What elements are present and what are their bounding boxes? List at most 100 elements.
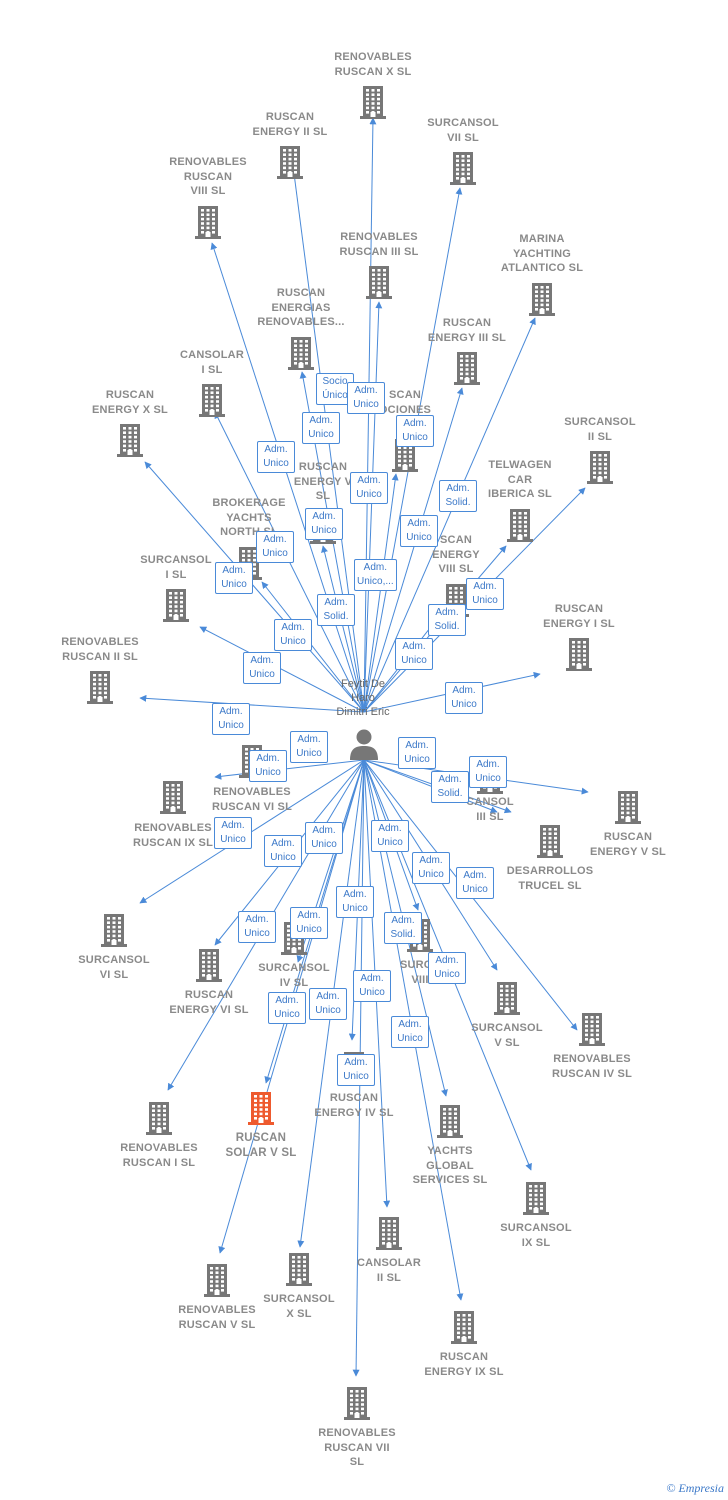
relation-label[interactable]: Adm.Unico — [238, 911, 276, 943]
company-icon-wrapper[interactable] — [277, 145, 303, 184]
relation-label[interactable]: Adm.Unico — [347, 382, 385, 414]
relation-label[interactable]: Adm.Unico — [257, 441, 295, 473]
company-icon-wrapper[interactable] — [523, 1181, 549, 1220]
relation-label[interactable]: Adm.Unico — [243, 652, 281, 684]
relation-label[interactable]: Adm.Unico — [466, 578, 504, 610]
relation-label[interactable]: Adm.Unico — [302, 412, 340, 444]
relation-label[interactable]: Adm.Solid. — [384, 912, 422, 944]
relation-label[interactable]: Adm.Solid. — [428, 604, 466, 636]
relation-label[interactable]: Adm.Unico — [274, 619, 312, 651]
relation-label[interactable]: Adm.Unico — [214, 817, 252, 849]
relation-label[interactable]: Adm.Unico,... — [354, 559, 397, 591]
company-icon-wrapper[interactable] — [344, 1386, 370, 1425]
company-icon-wrapper[interactable] — [160, 780, 186, 819]
relation-label[interactable]: Adm.Unico — [456, 867, 494, 899]
relation-label[interactable]: Adm.Unico — [256, 531, 294, 563]
relation-label[interactable]: Adm.Solid. — [439, 480, 477, 512]
company-icon-wrapper[interactable] — [286, 1252, 312, 1291]
company-icon-wrapper[interactable] — [360, 85, 386, 124]
relation-label[interactable]: Adm.Unico — [371, 820, 409, 852]
company-icon-wrapper[interactable] — [437, 1104, 463, 1143]
relation-label[interactable]: Adm.Unico — [305, 508, 343, 540]
relation-label[interactable]: Adm.Unico — [391, 1016, 429, 1048]
relation-label[interactable]: Adm.Unico — [428, 952, 466, 984]
relation-label[interactable]: Adm.Unico — [395, 638, 433, 670]
relation-label[interactable]: Adm.Unico — [337, 1054, 375, 1086]
relation-label[interactable]: Adm.Unico — [350, 472, 388, 504]
company-icon-wrapper[interactable] — [366, 265, 392, 304]
company-icon-wrapper[interactable] — [507, 508, 533, 547]
relation-label[interactable]: Adm.Unico — [412, 852, 450, 884]
company-icon-wrapper[interactable] — [529, 282, 555, 321]
relation-label[interactable]: Adm.Unico — [268, 992, 306, 1024]
company-icon-wrapper[interactable] — [579, 1012, 605, 1051]
company-icon-wrapper[interactable] — [204, 1263, 230, 1302]
company-icon-wrapper[interactable] — [101, 913, 127, 952]
relation-label[interactable]: Adm.Unico — [264, 835, 302, 867]
relation-label[interactable]: Adm.Unico — [398, 737, 436, 769]
company-icon-wrapper[interactable] — [196, 948, 222, 987]
relation-label[interactable]: Adm.Unico — [215, 562, 253, 594]
company-icon-wrapper[interactable] — [376, 1216, 402, 1255]
relation-label[interactable]: Adm.Unico — [336, 886, 374, 918]
center-person[interactable] — [349, 728, 379, 765]
relation-label[interactable]: Adm.Unico — [396, 415, 434, 447]
relation-label[interactable]: Adm.Unico — [400, 515, 438, 547]
company-icon-wrapper[interactable] — [566, 637, 592, 676]
company-icon-wrapper[interactable] — [248, 1091, 274, 1130]
company-icon-wrapper[interactable] — [199, 383, 225, 422]
company-icon-wrapper[interactable] — [451, 1310, 477, 1349]
relation-label[interactable]: Adm.Unico — [290, 907, 328, 939]
company-icon-wrapper[interactable] — [288, 336, 314, 375]
company-icon-wrapper[interactable] — [537, 824, 563, 863]
relation-label[interactable]: Adm.Unico — [305, 822, 343, 854]
relation-label[interactable]: Adm.Unico — [353, 970, 391, 1002]
company-icon-wrapper[interactable] — [146, 1101, 172, 1140]
company-icon-wrapper[interactable] — [163, 588, 189, 627]
relation-label[interactable]: Adm.Unico — [212, 703, 250, 735]
company-icon-wrapper[interactable] — [454, 351, 480, 390]
company-icon-wrapper[interactable] — [87, 670, 113, 709]
relation-label[interactable]: Adm.Unico — [469, 756, 507, 788]
company-icon-wrapper[interactable] — [195, 205, 221, 244]
company-icon-wrapper[interactable] — [615, 790, 641, 829]
company-icon-wrapper[interactable] — [494, 981, 520, 1020]
relation-label[interactable]: Adm.Unico — [249, 750, 287, 782]
relation-label[interactable]: Adm.Unico — [445, 682, 483, 714]
company-icon-wrapper[interactable] — [450, 151, 476, 190]
company-icon-wrapper[interactable] — [117, 423, 143, 462]
